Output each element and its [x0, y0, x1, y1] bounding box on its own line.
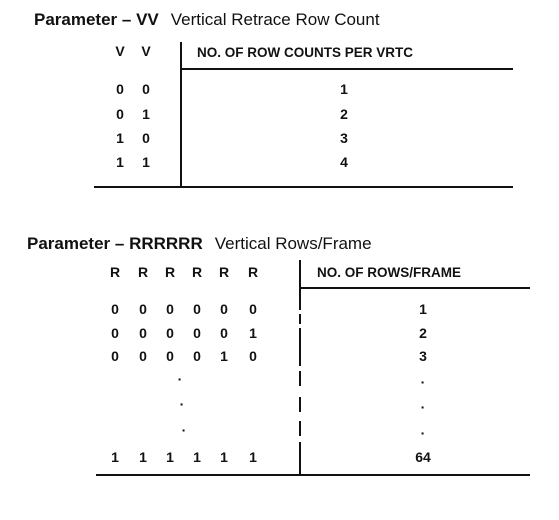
table2-title: Parameter – RRRRRR Vertical Rows/Frame — [27, 234, 372, 254]
table2-bit-header: R — [247, 264, 259, 280]
table2-header-rule — [300, 287, 530, 289]
table1-description: Vertical Retrace Row Count — [170, 10, 380, 29]
table1-cell: 1 — [116, 130, 124, 146]
table2-cell: 0 — [111, 301, 119, 317]
table2-cell: 0 — [111, 325, 119, 341]
table2-cell: 0 — [111, 348, 119, 364]
table2-column-divider — [299, 260, 301, 310]
table1-bit-header: V — [115, 43, 125, 59]
table1-cell: 0 — [116, 106, 124, 122]
table2-cell: 0 — [249, 348, 257, 364]
table2-cell: 1 — [139, 449, 147, 465]
table2-cell: 0 — [193, 301, 201, 317]
table2-cell: 1 — [193, 449, 201, 465]
table2-cell: 1 — [166, 449, 174, 465]
table2-parameter-name: Parameter – RRRRRR — [27, 234, 203, 253]
table2-description: Vertical Rows/Frame — [214, 234, 372, 253]
table2-column-divider — [299, 328, 301, 366]
table2-value-header: NO. OF ROWS/FRAME — [317, 265, 461, 280]
table2-cell: 1 — [220, 348, 228, 364]
ellipsis-dot: · — [420, 399, 426, 415]
table2-cell: 0 — [220, 325, 228, 341]
table1-header-rule — [181, 68, 513, 70]
table2-cell: 0 — [139, 301, 147, 317]
table1-cell: 0 — [142, 81, 150, 97]
table1-title: Parameter – VV Vertical Retrace Row Count — [34, 10, 380, 30]
table2-bottom-rule — [96, 474, 530, 476]
table2-cell: 1 — [220, 449, 228, 465]
table1-value: 3 — [340, 130, 348, 146]
table2-cell: 1 — [111, 449, 119, 465]
ellipsis-dot: · — [177, 371, 183, 387]
table2-cell: 0 — [166, 301, 174, 317]
table1-value: 1 — [340, 81, 348, 97]
table2-bit-header: R — [109, 264, 121, 280]
table2-cell: 0 — [139, 325, 147, 341]
table1-value-header: NO. OF ROW COUNTS PER VRTC — [197, 45, 413, 60]
table2-column-divider-dash — [299, 421, 301, 436]
table2-cell: 0 — [193, 348, 201, 364]
table2-value: 2 — [419, 325, 427, 341]
table2-value: 1 — [419, 301, 427, 317]
table2-cell: 0 — [166, 348, 174, 364]
table2-cell: 1 — [249, 449, 257, 465]
table2-cell: 0 — [139, 348, 147, 364]
table2-bit-header: R — [164, 264, 176, 280]
table1-cell: 0 — [116, 81, 124, 97]
table2-column-divider — [299, 442, 301, 474]
table2-cell: 0 — [220, 301, 228, 317]
table2-bit-header: R — [137, 264, 149, 280]
ellipsis-dot: · — [420, 374, 426, 390]
table1-value: 2 — [340, 106, 348, 122]
table2-column-divider — [299, 314, 301, 324]
table2-column-divider-dash — [299, 371, 301, 386]
table2-cell: 0 — [166, 325, 174, 341]
table1-cell: 1 — [116, 154, 124, 170]
table2-cell: 0 — [249, 301, 257, 317]
table1-cell: 1 — [142, 106, 150, 122]
table2-column-divider-dash — [299, 397, 301, 412]
table1-bit-header: V — [141, 43, 151, 59]
table1-column-divider — [180, 42, 182, 188]
table2-value: 3 — [419, 348, 427, 364]
table2-bit-header: R — [191, 264, 203, 280]
table1-cell: 0 — [142, 130, 150, 146]
table2-cell: 1 — [249, 325, 257, 341]
table1-parameter-name: Parameter – VV — [34, 10, 159, 29]
table1-bottom-rule — [94, 186, 513, 188]
ellipsis-dot: · — [420, 425, 426, 441]
table2-cell: 0 — [193, 325, 201, 341]
ellipsis-dot: · — [181, 422, 187, 438]
table1-value: 4 — [340, 154, 348, 170]
table1-cell: 1 — [142, 154, 150, 170]
ellipsis-dot: · — [179, 396, 185, 412]
table2-value: 64 — [415, 449, 431, 465]
table2-bit-header: R — [218, 264, 230, 280]
